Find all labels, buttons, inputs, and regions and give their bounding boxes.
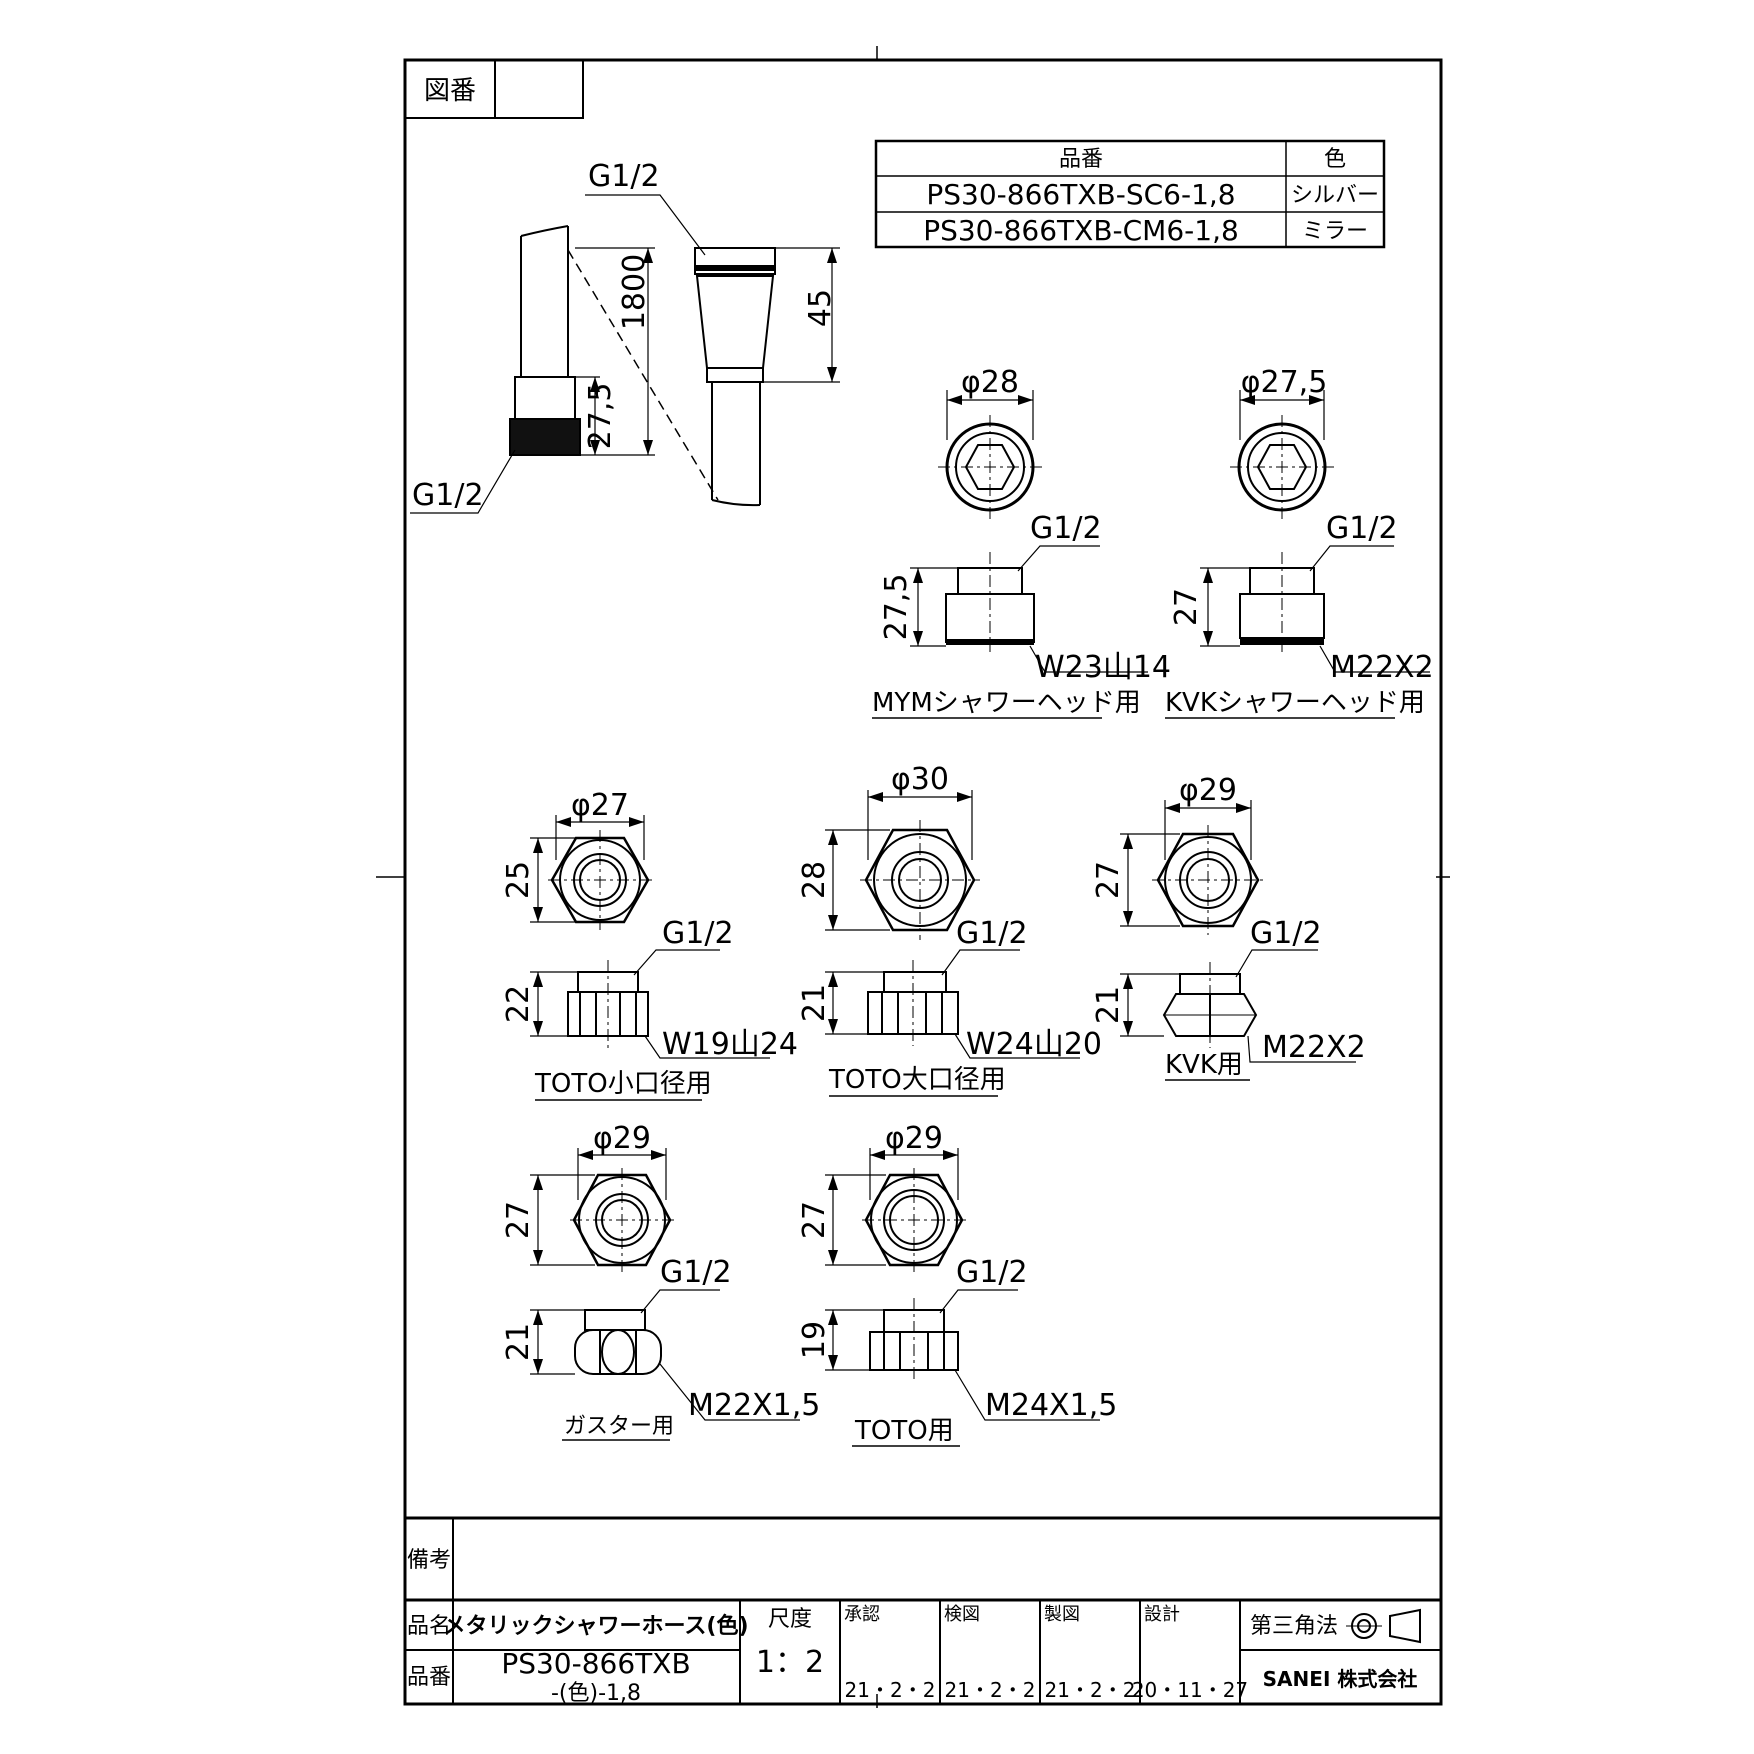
partno-label: 品番 [407,1665,451,1690]
projection-label: 第三角法 [1250,1614,1338,1639]
mym-connection: W23山14 [1035,650,1171,685]
toto-small-arrows [533,817,644,1036]
gasuta-connection: M22X1,5 [688,1388,820,1423]
toto-small-label: TOTO小口径用 [534,1069,712,1099]
toto-across: 27 [797,1201,832,1239]
kvk-head-connection: M22X2 [1330,650,1434,685]
mym-height: 27,5 [879,574,914,641]
kvk-head-adapter [1165,390,1430,719]
toto-large-adapter [825,790,1080,1097]
gasuta-diameter: φ29 [593,1121,651,1156]
gasuta-height: 21 [501,1323,536,1361]
toto-small-across: 25 [501,861,536,899]
remarks-label: 備考 [407,1548,451,1573]
scale-label: 尺度 [768,1607,812,1632]
variant-row-1-color: シルバー [1291,183,1379,208]
gasuta-across: 27 [501,1201,536,1239]
toto-large-label: TOTO大口径用 [828,1065,1006,1095]
company-name: SANEI 株式会社 [1263,1667,1418,1691]
approve-label: 承認 [844,1604,880,1625]
design-date: 20・11・27 [1132,1678,1248,1702]
product-name: メタリックシャワーホース(色) [443,1613,748,1639]
variant-table: 品番 色 PS30-866TXB-SC6-1,8 シルバー PS30-866TX… [874,139,1386,249]
toto-large-diameter: φ30 [891,762,949,797]
title-partno-line1: PS30-866TXB [501,1647,690,1680]
kvk-label: KVK用 [1165,1050,1243,1080]
toto-small-adapter [530,815,770,1101]
toto-large-height: 21 [797,984,832,1022]
title-block [405,1516,1441,1704]
toto-thread: G1/2 [956,1255,1028,1290]
hose-head-height: 45 [803,289,838,327]
toto-connection: M24X1,5 [985,1388,1117,1423]
toto-small-connection: W19山24 [662,1027,798,1062]
drawing-number-box: 図番 [404,59,584,119]
variant-row-2-color: ミラー [1302,219,1368,244]
gasuta-label: ガスター用 [564,1414,674,1439]
toto-large-thread: G1/2 [956,916,1028,951]
drawing-frame [403,58,1443,1706]
mym-diameter: φ28 [961,365,1019,400]
gasuta-thread: G1/2 [660,1255,732,1290]
name-label: 品名 [407,1614,451,1639]
variant-row-1-partno: PS30-866TXB-SC6-1,8 [926,178,1235,211]
hose-top-thread: G1/2 [588,159,660,194]
toto-large-across: 28 [797,861,832,899]
toto-large-arrows [828,792,972,1034]
check-label: 検図 [944,1604,980,1625]
gasuta-arrows [533,1150,666,1374]
kvk-thread: G1/2 [1250,916,1322,951]
toto-diameter: φ29 [885,1121,943,1156]
variant-header-color: 色 [1324,147,1346,172]
centering-marks [376,46,1450,1708]
gasuta-adapter [530,1148,800,1441]
kvk-head-height: 27 [1169,588,1204,626]
kvk-arrows [1123,803,1251,1036]
kvk-head-diameter: φ27,5 [1241,365,1328,400]
toto-arrows [828,1150,958,1370]
kvk-diameter: φ29 [1179,773,1237,808]
mym-thread: G1/2 [1030,511,1102,546]
toto-small-diameter: φ27 [571,788,629,823]
variant-row-2-partno: PS30-866TXB-CM6-1,8 [923,214,1239,247]
toto-small-height: 22 [501,985,536,1023]
draw-date: 21・2・2 [1045,1678,1136,1702]
approve-date: 21・2・2 [845,1678,936,1702]
kvk-across: 27 [1091,861,1126,899]
kvk-head-label: KVKシャワーヘッド用 [1165,688,1425,718]
kvk-head-thread: G1/2 [1326,511,1398,546]
mym-label: MYMシャワーヘッド用 [872,688,1141,718]
kvk-connection: M22X2 [1262,1030,1366,1065]
toto-height: 19 [797,1321,832,1359]
kvk-adapter [1120,800,1356,1081]
drawing-number-label: 図番 [424,76,476,106]
scale-value: 1：2 [756,1645,824,1680]
check-date: 21・2・2 [945,1678,1036,1702]
third-angle-projection-icon [1346,1608,1421,1644]
hose-nut-height: 27,5 [583,383,618,450]
mym-arrows [913,395,1033,646]
toto-large-connection: W24山20 [966,1027,1102,1062]
title-partno-line2: -(色)-1,8 [551,1681,641,1706]
mym-adapter [872,390,1148,719]
variant-header-partno: 品番 [1059,147,1103,172]
toto-small-thread: G1/2 [662,916,734,951]
kvk-height: 21 [1091,986,1126,1024]
hose-bottom-thread: G1/2 [412,478,484,513]
hose-arrows [590,248,837,455]
hose-drawing [410,194,840,514]
kvk-head-arrows [1203,395,1324,646]
draw-label: 製図 [1044,1604,1080,1625]
design-label: 設計 [1144,1604,1180,1625]
toto-label: TOTO用 [854,1416,954,1446]
hose-length: 1800 [617,254,652,330]
